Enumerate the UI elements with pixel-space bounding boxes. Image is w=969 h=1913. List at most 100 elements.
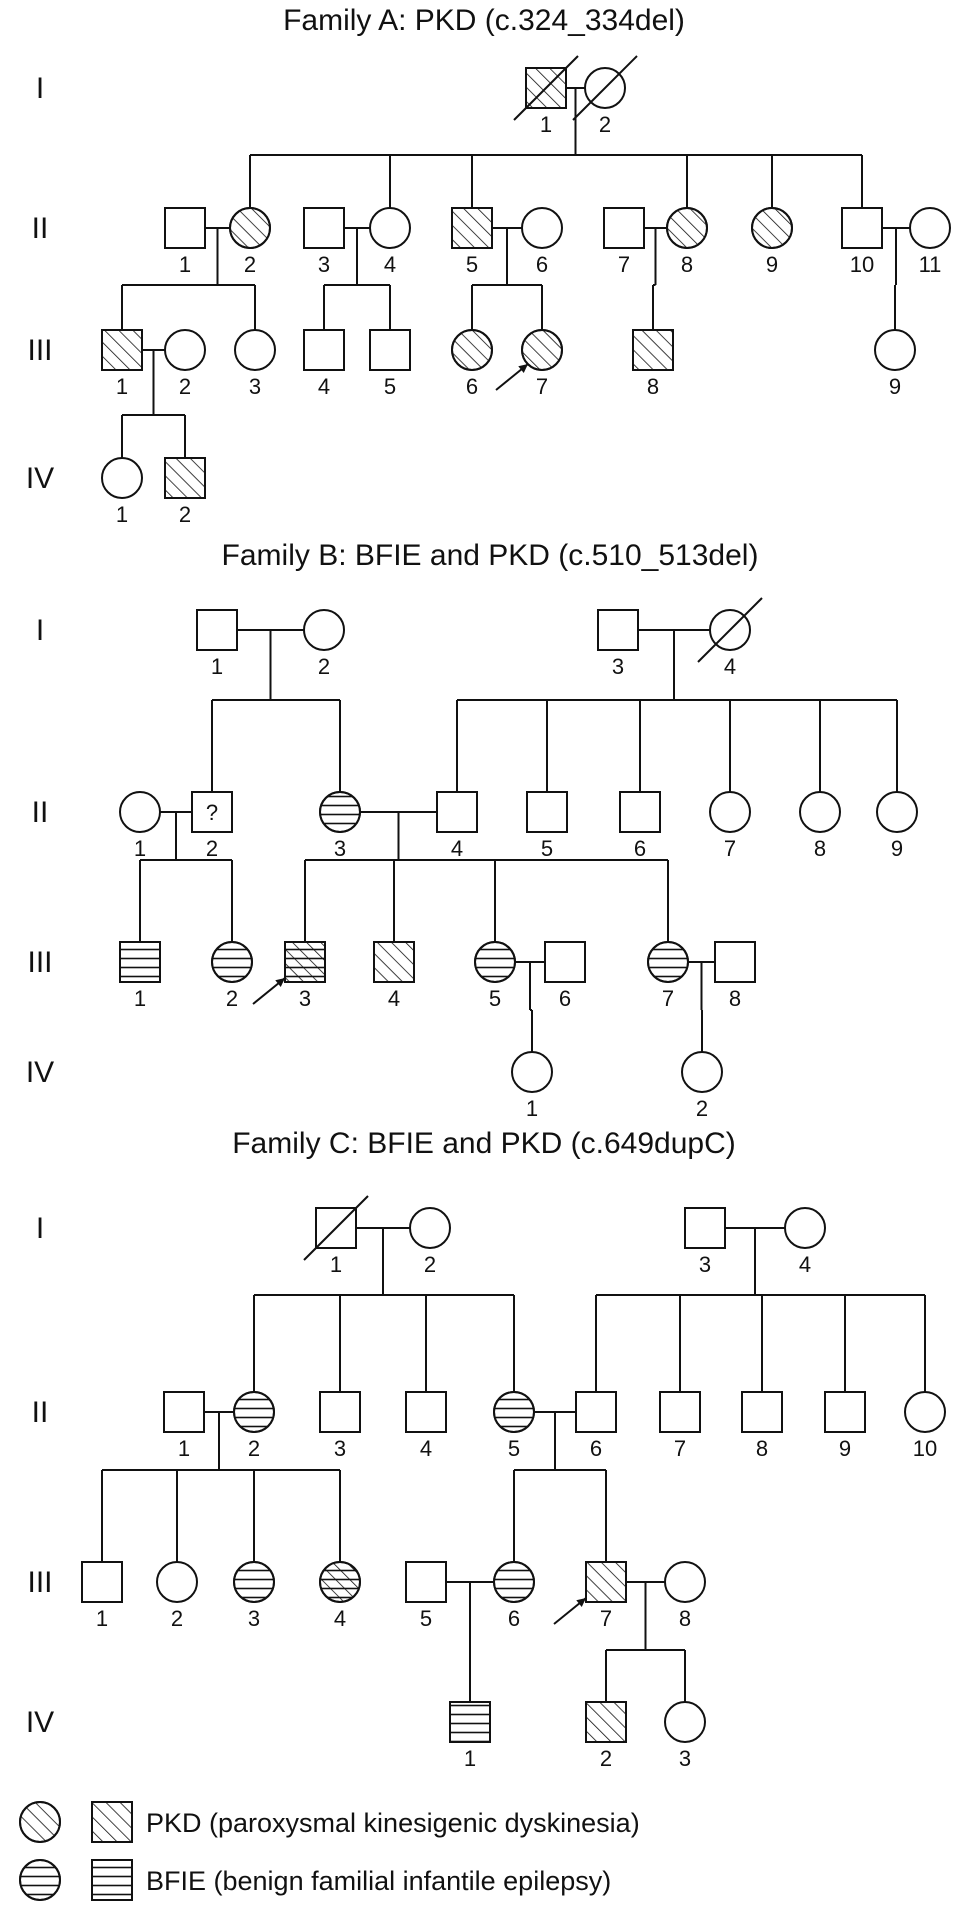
individual-c-ii-5: 5 [493,1391,535,1461]
pkd-fill [452,330,492,370]
family-title: Family B: BFIE and PKD (c.510_513del) [222,539,759,572]
individual-a-iii-9: 9 [874,329,916,399]
generation-label: II [32,796,49,829]
individual-number: 1 [116,374,128,399]
individual-b-ii-5: 5 [526,791,568,861]
female-symbol [303,609,345,651]
individual-number: 1 [211,654,223,679]
individual-number: 2 [600,1746,612,1771]
male-outline [91,1859,133,1901]
individual-c-iv-1: 1 [449,1701,491,1771]
legend-item-pkd: PKD (paroxysmal kinesigenic dyskinesia) [19,1801,640,1843]
individual-number: 7 [618,252,630,277]
bfie-fill [234,1562,274,1602]
pkd-fill [285,942,325,982]
individual-number: 3 [699,1252,711,1277]
individual-number: 1 [330,1252,342,1277]
bfie-fill [475,942,515,982]
legend-label: BFIE (benign familial infantile epilepsy… [146,1866,611,1896]
individual-a-ii-11: 11 [909,207,951,277]
pkd-fill [102,330,142,370]
individual-b-i-2: 2 [303,609,345,679]
bfie-fill [234,1392,274,1432]
individual-c-i-3: 3 [684,1207,726,1277]
individual-c-ii-10: 10 [904,1391,946,1461]
individual-c-ii-8: 8 [741,1391,783,1461]
individual-number: 2 [424,1252,436,1277]
individual-c-iii-1: 1 [81,1561,123,1631]
generation-label: I [36,1212,44,1245]
male-outline [164,457,206,499]
pkd-fill [452,208,492,248]
male-outline [585,1561,627,1603]
pkd-fill [752,208,792,248]
individual-c-ii-3: 3 [319,1391,361,1461]
individual-a-iii-4: 4 [303,329,345,399]
individual-number: 2 [179,502,191,527]
individual-number: 4 [384,252,396,277]
individual-number: 1 [179,252,191,277]
female-symbol [909,207,951,249]
individual-a-i-1: 1 [513,55,579,137]
individual-number: 1 [540,112,552,137]
female-outline [211,941,253,983]
individual-number: 8 [679,1606,691,1631]
male-outline [585,1701,627,1743]
female-symbol [874,329,916,371]
female-outline [233,1561,275,1603]
individual-number: 1 [526,1096,538,1121]
individual-number: 11 [919,252,942,277]
bfie-fill [320,792,360,832]
male-symbol [526,791,568,833]
individual-c-i-2: 2 [409,1207,451,1277]
individual-c-iii-2: 2 [156,1561,198,1631]
individual-c-iii-3: 3 [233,1561,275,1631]
individual-number: 6 [590,1436,602,1461]
individual-a-ii-4: 4 [369,207,411,277]
individual-number: 5 [541,836,553,861]
male-symbol [659,1391,701,1433]
male-symbol [684,1207,726,1249]
individual-a-ii-7: 7 [603,207,645,277]
male-outline [284,941,326,983]
individual-b-ii-1: 1 [119,791,161,861]
female-symbol [101,457,143,499]
pkd-fill [230,208,270,248]
individual-number: 1 [178,1436,190,1461]
individual-number: 2 [179,374,191,399]
generation-label: I [36,72,44,105]
female-outline [451,329,493,371]
individual-a-ii-5: 5 [451,207,493,277]
individual-a-iii-7: 7 [495,329,563,399]
individual-a-iii-5: 5 [369,329,411,399]
individual-c-ii-7: 7 [659,1391,701,1461]
male-symbol [303,207,345,249]
individual-number: 4 [724,654,736,679]
pkd-fill [92,1802,132,1842]
individual-b-iii-1: 1 [119,941,161,1011]
bfie-fill [20,1860,60,1900]
individual-number: 9 [889,374,901,399]
proband-arrowhead [518,364,528,374]
individual-number: 6 [634,836,646,861]
generation-label: III [27,946,52,979]
individual-number: 9 [766,252,778,277]
individual-number: 4 [420,1436,432,1461]
individual-number: 8 [681,252,693,277]
female-outline [19,1801,61,1843]
individual-number: 6 [466,374,478,399]
individual-number: 4 [388,986,400,1011]
deceased-slash [572,55,638,121]
individual-number: 2 [171,1606,183,1631]
bfie-fill [494,1392,534,1432]
individual-number: 7 [724,836,736,861]
individual-number: 2 [248,1436,260,1461]
male-symbol [163,1391,205,1433]
individual-number: 3 [334,836,346,861]
individual-a-ii-2: 2 [229,207,271,277]
individual-number: 8 [756,1436,768,1461]
male-symbol [319,1391,361,1433]
deceased-slash [513,55,579,121]
